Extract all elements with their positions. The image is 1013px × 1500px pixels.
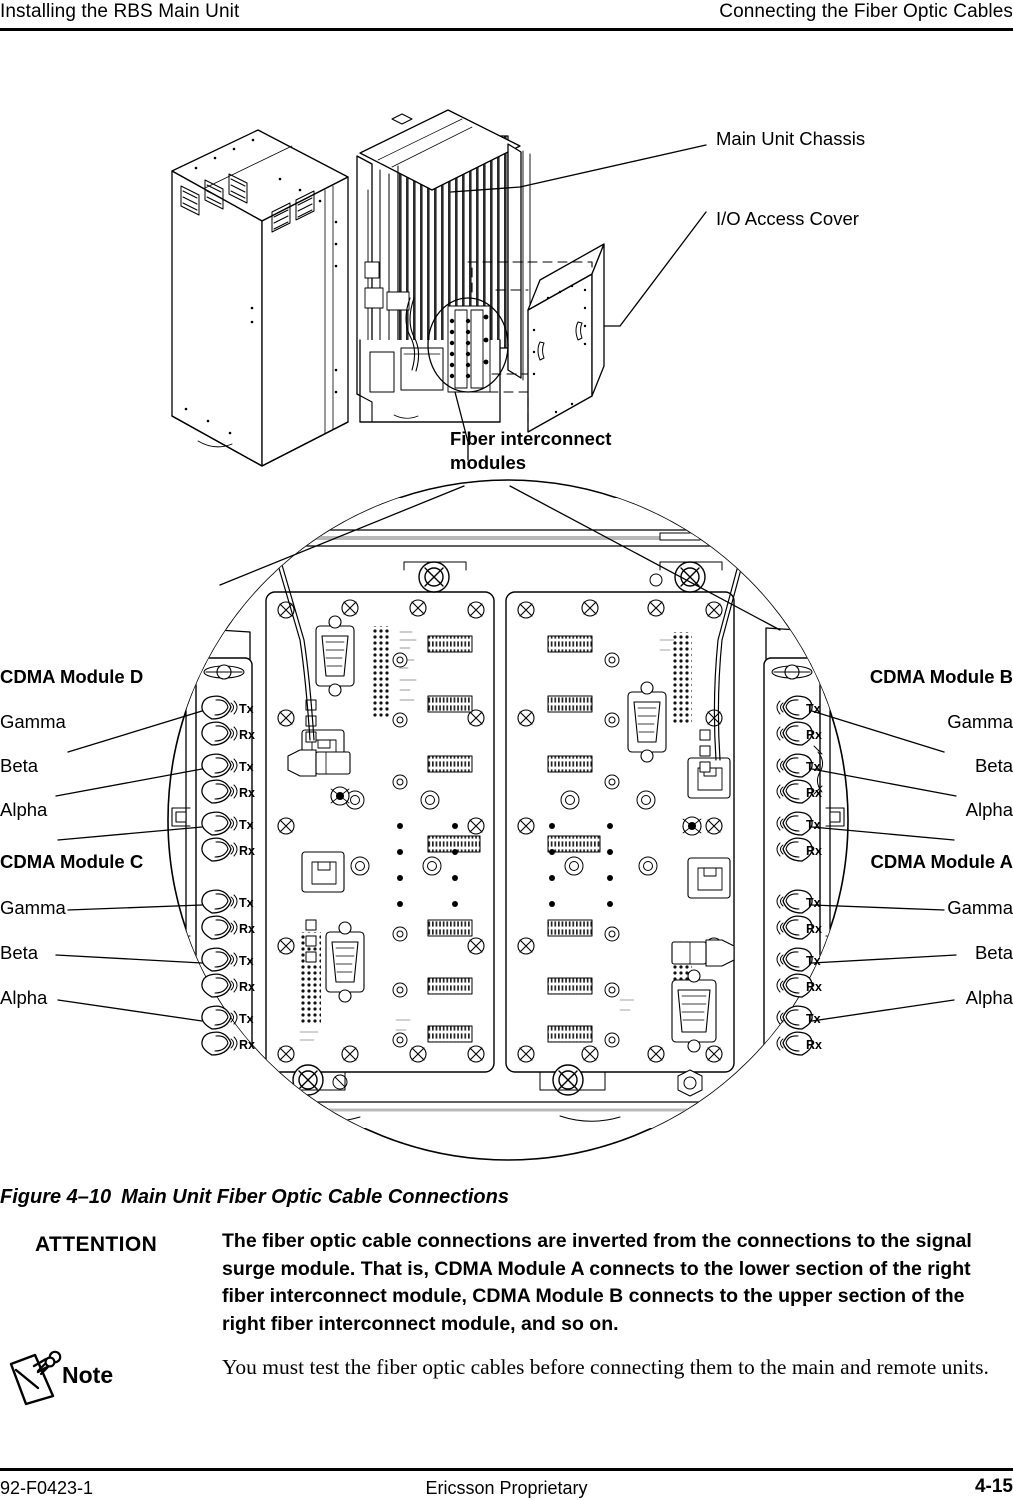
footer-rule [0, 1468, 1013, 1471]
right-connectors-group-b [776, 695, 813, 862]
cabinet-enclosure [171, 129, 349, 467]
svg-text:Tx: Tx [239, 818, 254, 832]
label-module-b-gamma: Gamma [947, 711, 1013, 732]
header-right-title: Connecting the Fiber Optic Cables [719, 1, 1013, 22]
left-connectors-group-c [201, 889, 238, 1056]
callout-fiber-interconnect-modules: Fiber interconnect modules [450, 427, 611, 474]
svg-text:Tx: Tx [239, 1012, 254, 1026]
svg-text:Rx: Rx [806, 1038, 822, 1052]
svg-text:Tx: Tx [806, 702, 821, 716]
figure-caption: Figure 4–10 Main Unit Fiber Optic Cable C… [0, 1186, 509, 1209]
svg-text:Tx: Tx [806, 760, 821, 774]
left-connectors-group-d [201, 695, 238, 862]
label-cdma-module-d: CDMA Module D [0, 666, 144, 687]
label-module-a-alpha: Alpha [965, 987, 1013, 1008]
svg-text:Tx: Tx [239, 896, 254, 910]
figure-number: Figure 4–10 [0, 1186, 112, 1208]
svg-text:Tx: Tx [806, 818, 821, 832]
right-circuit-board [505, 591, 735, 1073]
svg-text:Tx: Tx [239, 760, 254, 774]
label-module-d-beta: Beta [0, 755, 39, 776]
attention-body-text: The fiber optic cable connections are in… [222, 1230, 972, 1336]
label-module-b-beta: Beta [974, 755, 1013, 776]
figure-title: Main Unit Fiber Optic Cable Connections [121, 1186, 509, 1208]
label-module-c-alpha: Alpha [0, 987, 48, 1008]
label-module-b-alpha: Alpha [965, 799, 1013, 820]
io-access-cover-drawing [467, 243, 605, 433]
svg-text:Tx: Tx [806, 896, 821, 910]
attention-label: ATTENTION [35, 1233, 158, 1256]
label-module-d-gamma: Gamma [0, 711, 66, 732]
callout-main-unit-chassis: Main Unit Chassis [716, 128, 866, 149]
note-body-text: You must test the fiber optic cables bef… [222, 1355, 989, 1379]
header-rule [0, 28, 1013, 31]
leader-lines-right [811, 710, 957, 1022]
svg-text:Rx: Rx [239, 1038, 255, 1052]
leader-main-unit-chassis [450, 144, 707, 193]
svg-text:Rx: Rx [806, 728, 822, 742]
svg-text:Rx: Rx [239, 786, 255, 800]
header-left-title: Installing the RBS Main Unit [0, 1, 240, 22]
svg-text:Rx: Rx [239, 980, 255, 994]
svg-text:Tx: Tx [239, 702, 254, 716]
note-pencil-icon [9, 1350, 62, 1406]
svg-text:Rx: Rx [806, 844, 822, 858]
svg-text:Tx: Tx [806, 954, 821, 968]
label-module-a-gamma: Gamma [947, 897, 1013, 918]
right-connectors-group-a [776, 889, 813, 1056]
footer-document-number: 92-F0423-1 [0, 1478, 94, 1498]
leader-lines-fiber-modules [219, 485, 781, 631]
leader-io-access-cover [603, 211, 707, 327]
fiber-label-line1: Fiber interconnect [450, 428, 612, 449]
svg-text:Rx: Rx [239, 922, 255, 936]
footer-proprietary-notice: Ericsson Proprietary [425, 1478, 588, 1498]
leader-fiber-modules-top [454, 391, 469, 461]
label-cdma-module-b: CDMA Module B [869, 666, 1013, 687]
callout-io-access-cover: I/O Access Cover [716, 208, 859, 229]
svg-text:Rx: Rx [806, 980, 822, 994]
svg-text:Tx: Tx [806, 1012, 821, 1026]
note-label: Note [62, 1362, 114, 1388]
svg-text:Rx: Rx [806, 922, 822, 936]
fiber-label-line2: modules [450, 451, 527, 473]
label-cdma-module-c: CDMA Module C [0, 851, 144, 872]
svg-text:Rx: Rx [806, 786, 822, 800]
label-module-c-gamma: Gamma [0, 897, 66, 918]
svg-text:Tx: Tx [239, 954, 254, 968]
leader-lines-left [55, 710, 203, 1022]
label-cdma-module-a: CDMA Module A [870, 851, 1013, 872]
label-module-d-alpha: Alpha [0, 799, 48, 820]
footer-page-number: 4-15 [974, 1476, 1013, 1497]
svg-text:Rx: Rx [239, 844, 255, 858]
main-unit-chassis-drawing [356, 109, 531, 423]
svg-text:Rx: Rx [239, 728, 255, 742]
label-module-a-beta: Beta [974, 942, 1013, 963]
left-circuit-board [265, 591, 495, 1073]
label-module-c-beta: Beta [0, 942, 39, 963]
